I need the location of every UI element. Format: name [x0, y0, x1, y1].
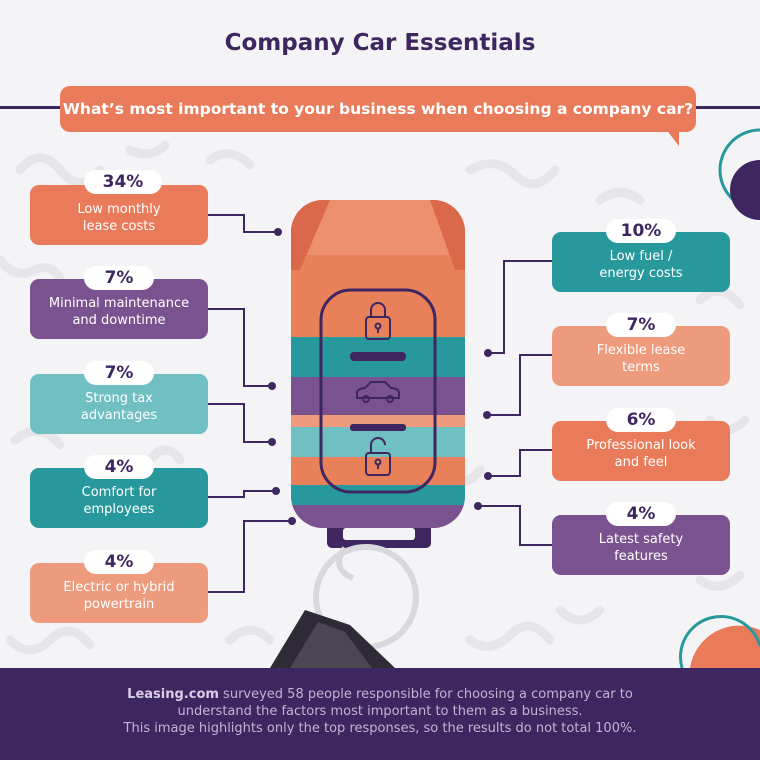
stat-value: 7%	[84, 266, 154, 290]
stat-card: Comfort for employees	[30, 468, 208, 528]
connector-lines	[208, 214, 552, 593]
stat-value: 34%	[84, 170, 162, 194]
footer-line-1: surveyed 58 people responsible for choos…	[218, 687, 633, 702]
decor-circles-bottom	[678, 614, 760, 669]
question-banner: What’s most important to your business w…	[60, 86, 696, 132]
unlock-icon	[365, 437, 391, 476]
stat-label: Professional look and feel	[586, 438, 696, 470]
stat-label: Latest safety features	[598, 532, 684, 564]
stat-value: 7%	[606, 313, 676, 337]
car-icon	[356, 381, 400, 403]
stat-label: Strong tax advantages	[80, 391, 158, 423]
stat-label: Electric or hybrid powertrain	[63, 580, 175, 612]
connector-dots	[268, 228, 492, 525]
page-title: Company Car Essentials	[224, 30, 536, 56]
stat-label: Comfort for employees	[81, 485, 157, 517]
lock-icon	[365, 302, 391, 340]
stat-value: 4%	[84, 550, 154, 574]
stat-value: 7%	[84, 361, 154, 385]
footer-line-2: understand the factors most important to…	[177, 704, 583, 719]
stat-label: Low fuel / energy costs	[599, 249, 683, 281]
decor-circles-top	[718, 128, 760, 220]
key-ring	[270, 522, 431, 668]
footer-text: Leasing.com surveyed 58 people responsib…	[40, 686, 720, 737]
speech-bubble-tail	[665, 128, 679, 146]
stat-value: 4%	[606, 502, 676, 526]
brand-name: Leasing.com	[127, 687, 219, 702]
footer-band	[0, 668, 760, 760]
footer-line-3: This image highlights only the top respo…	[123, 721, 637, 736]
stat-label: Flexible lease terms	[596, 343, 686, 375]
key-fob	[291, 200, 465, 528]
stat-label: Low monthly lease costs	[77, 202, 161, 234]
stat-card: Low monthly lease costs	[30, 185, 208, 245]
stat-value: 4%	[84, 455, 154, 479]
stat-value: 6%	[606, 408, 676, 432]
stat-label: Minimal maintenance and downtime	[48, 296, 190, 328]
stat-value: 10%	[606, 219, 676, 243]
